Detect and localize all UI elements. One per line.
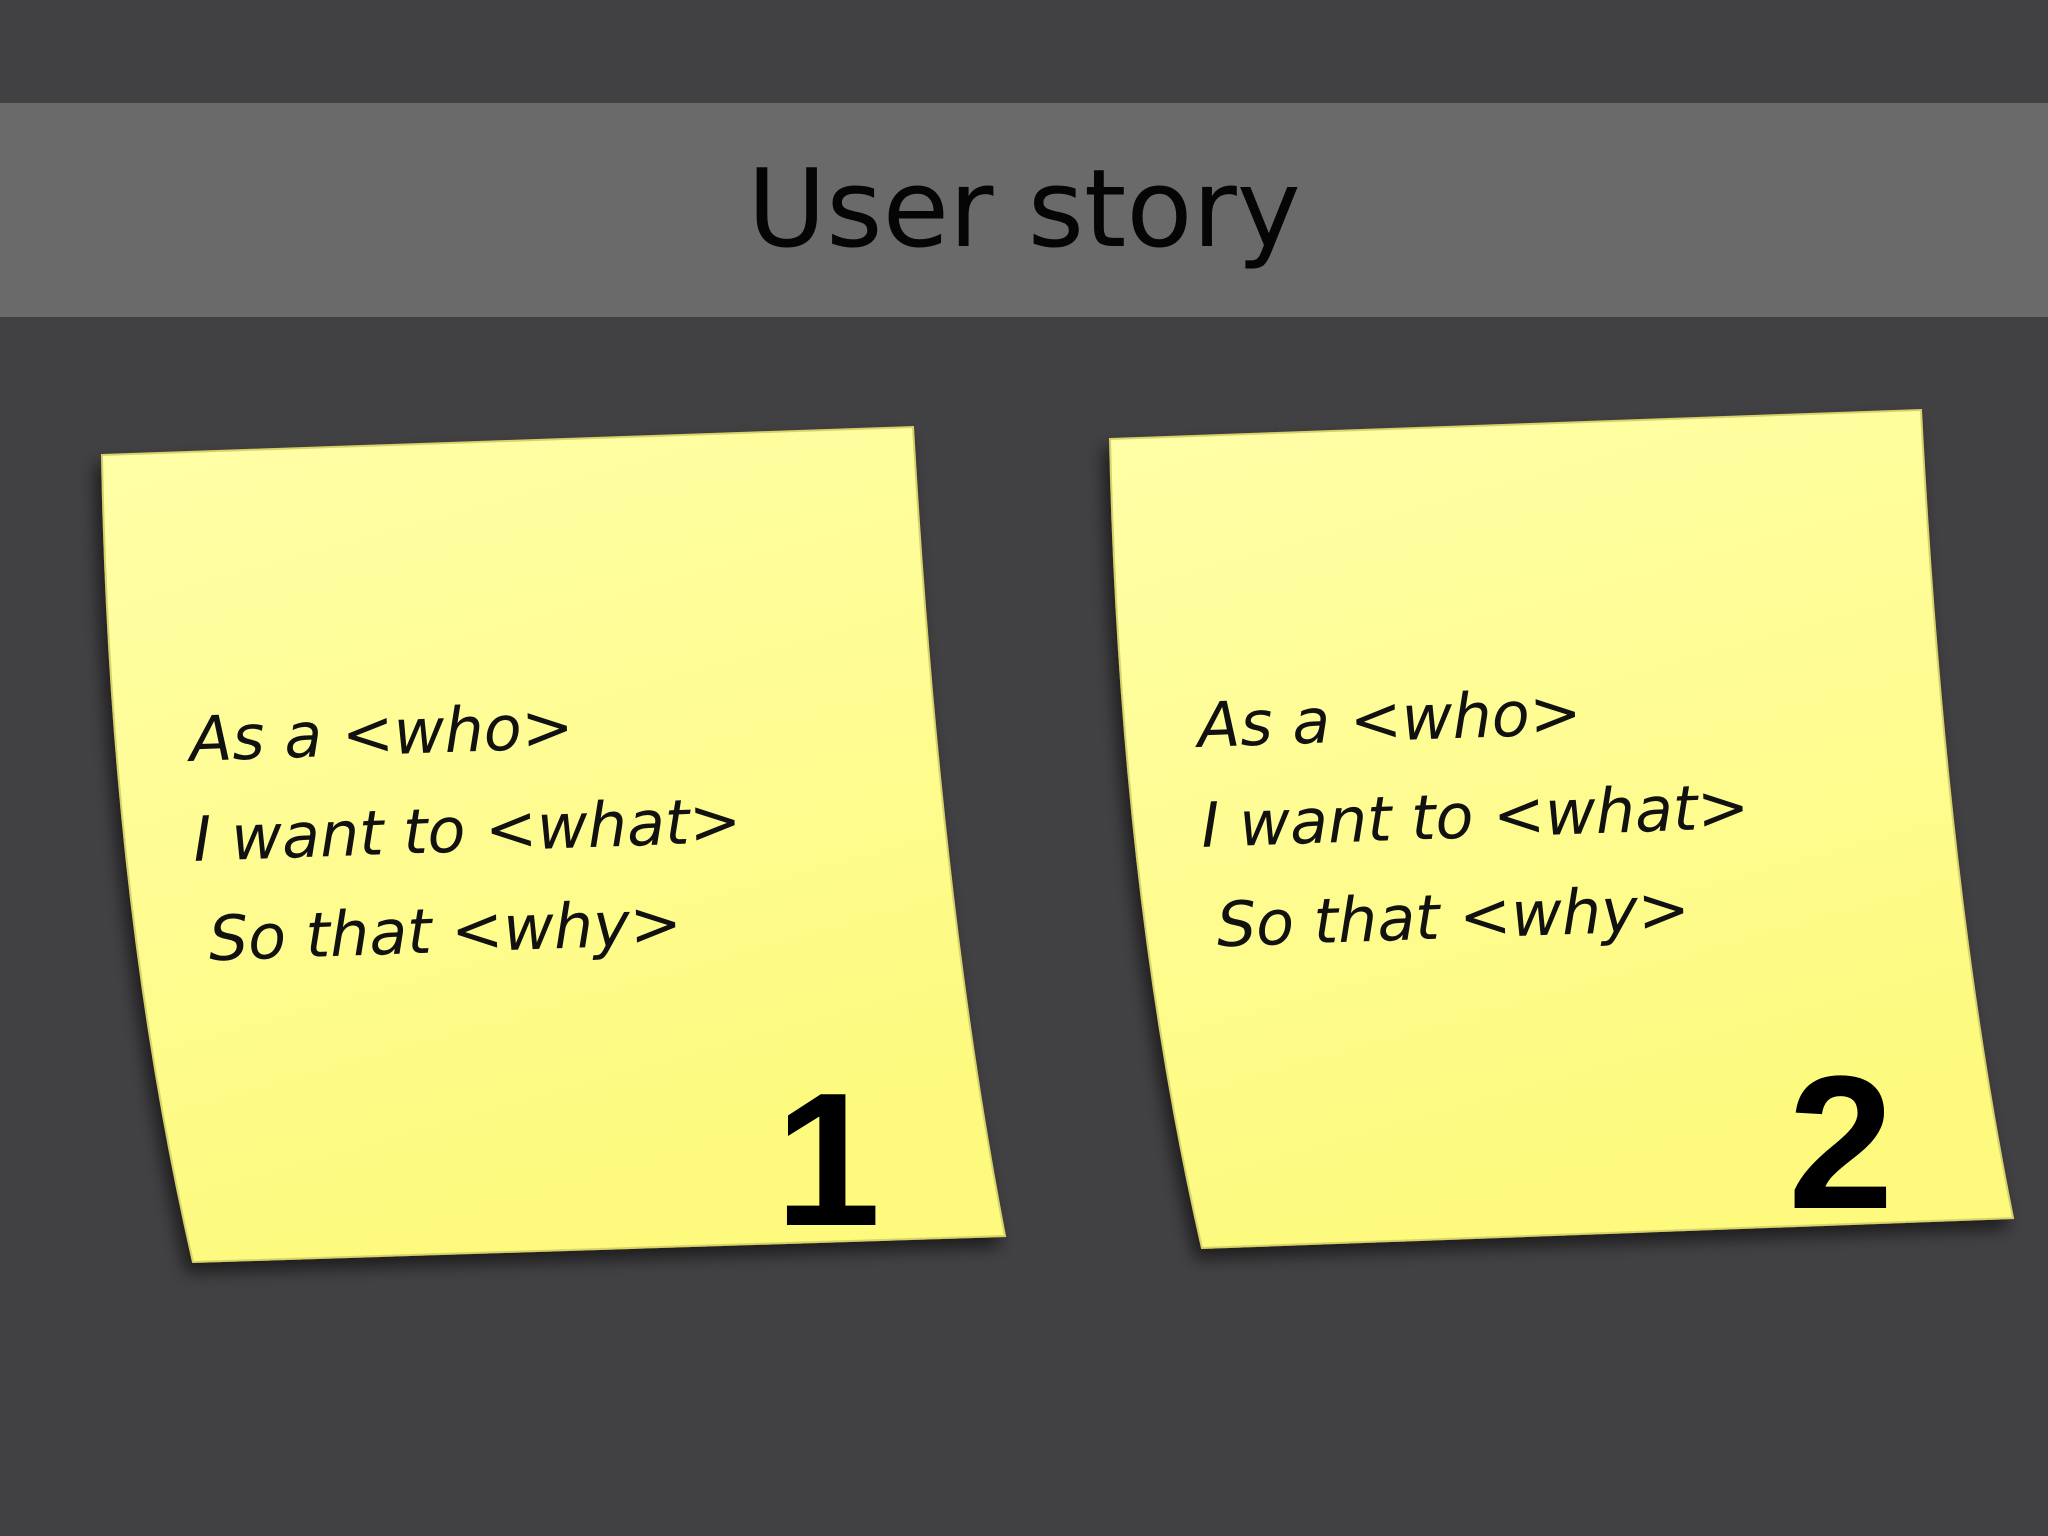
note-1-line-who: As a <who> (188, 689, 575, 776)
note-1-line-what: I want to <what> (191, 783, 743, 876)
sticky-note-1-text: As a <who> I want to <what> So that <why… (188, 671, 746, 990)
note-1-line-why: So that <why> (207, 885, 683, 976)
note-2-line-why: So that <why> (1215, 871, 1691, 962)
sticky-note-1 (100, 425, 1007, 1264)
title-band (0, 103, 2048, 317)
sticky-note-2-text: As a <who> I want to <what> So that <why… (1196, 657, 1754, 976)
sticky-note-1-number: 1 (775, 1054, 881, 1266)
sticky-note-2-number: 2 (1788, 1037, 1894, 1249)
slide-title: User story (747, 147, 1301, 272)
sticky-note-2 (1108, 408, 2015, 1250)
note-2-line-who: As a <who> (1196, 675, 1583, 762)
note-2-line-what: I want to <what> (1199, 769, 1751, 862)
